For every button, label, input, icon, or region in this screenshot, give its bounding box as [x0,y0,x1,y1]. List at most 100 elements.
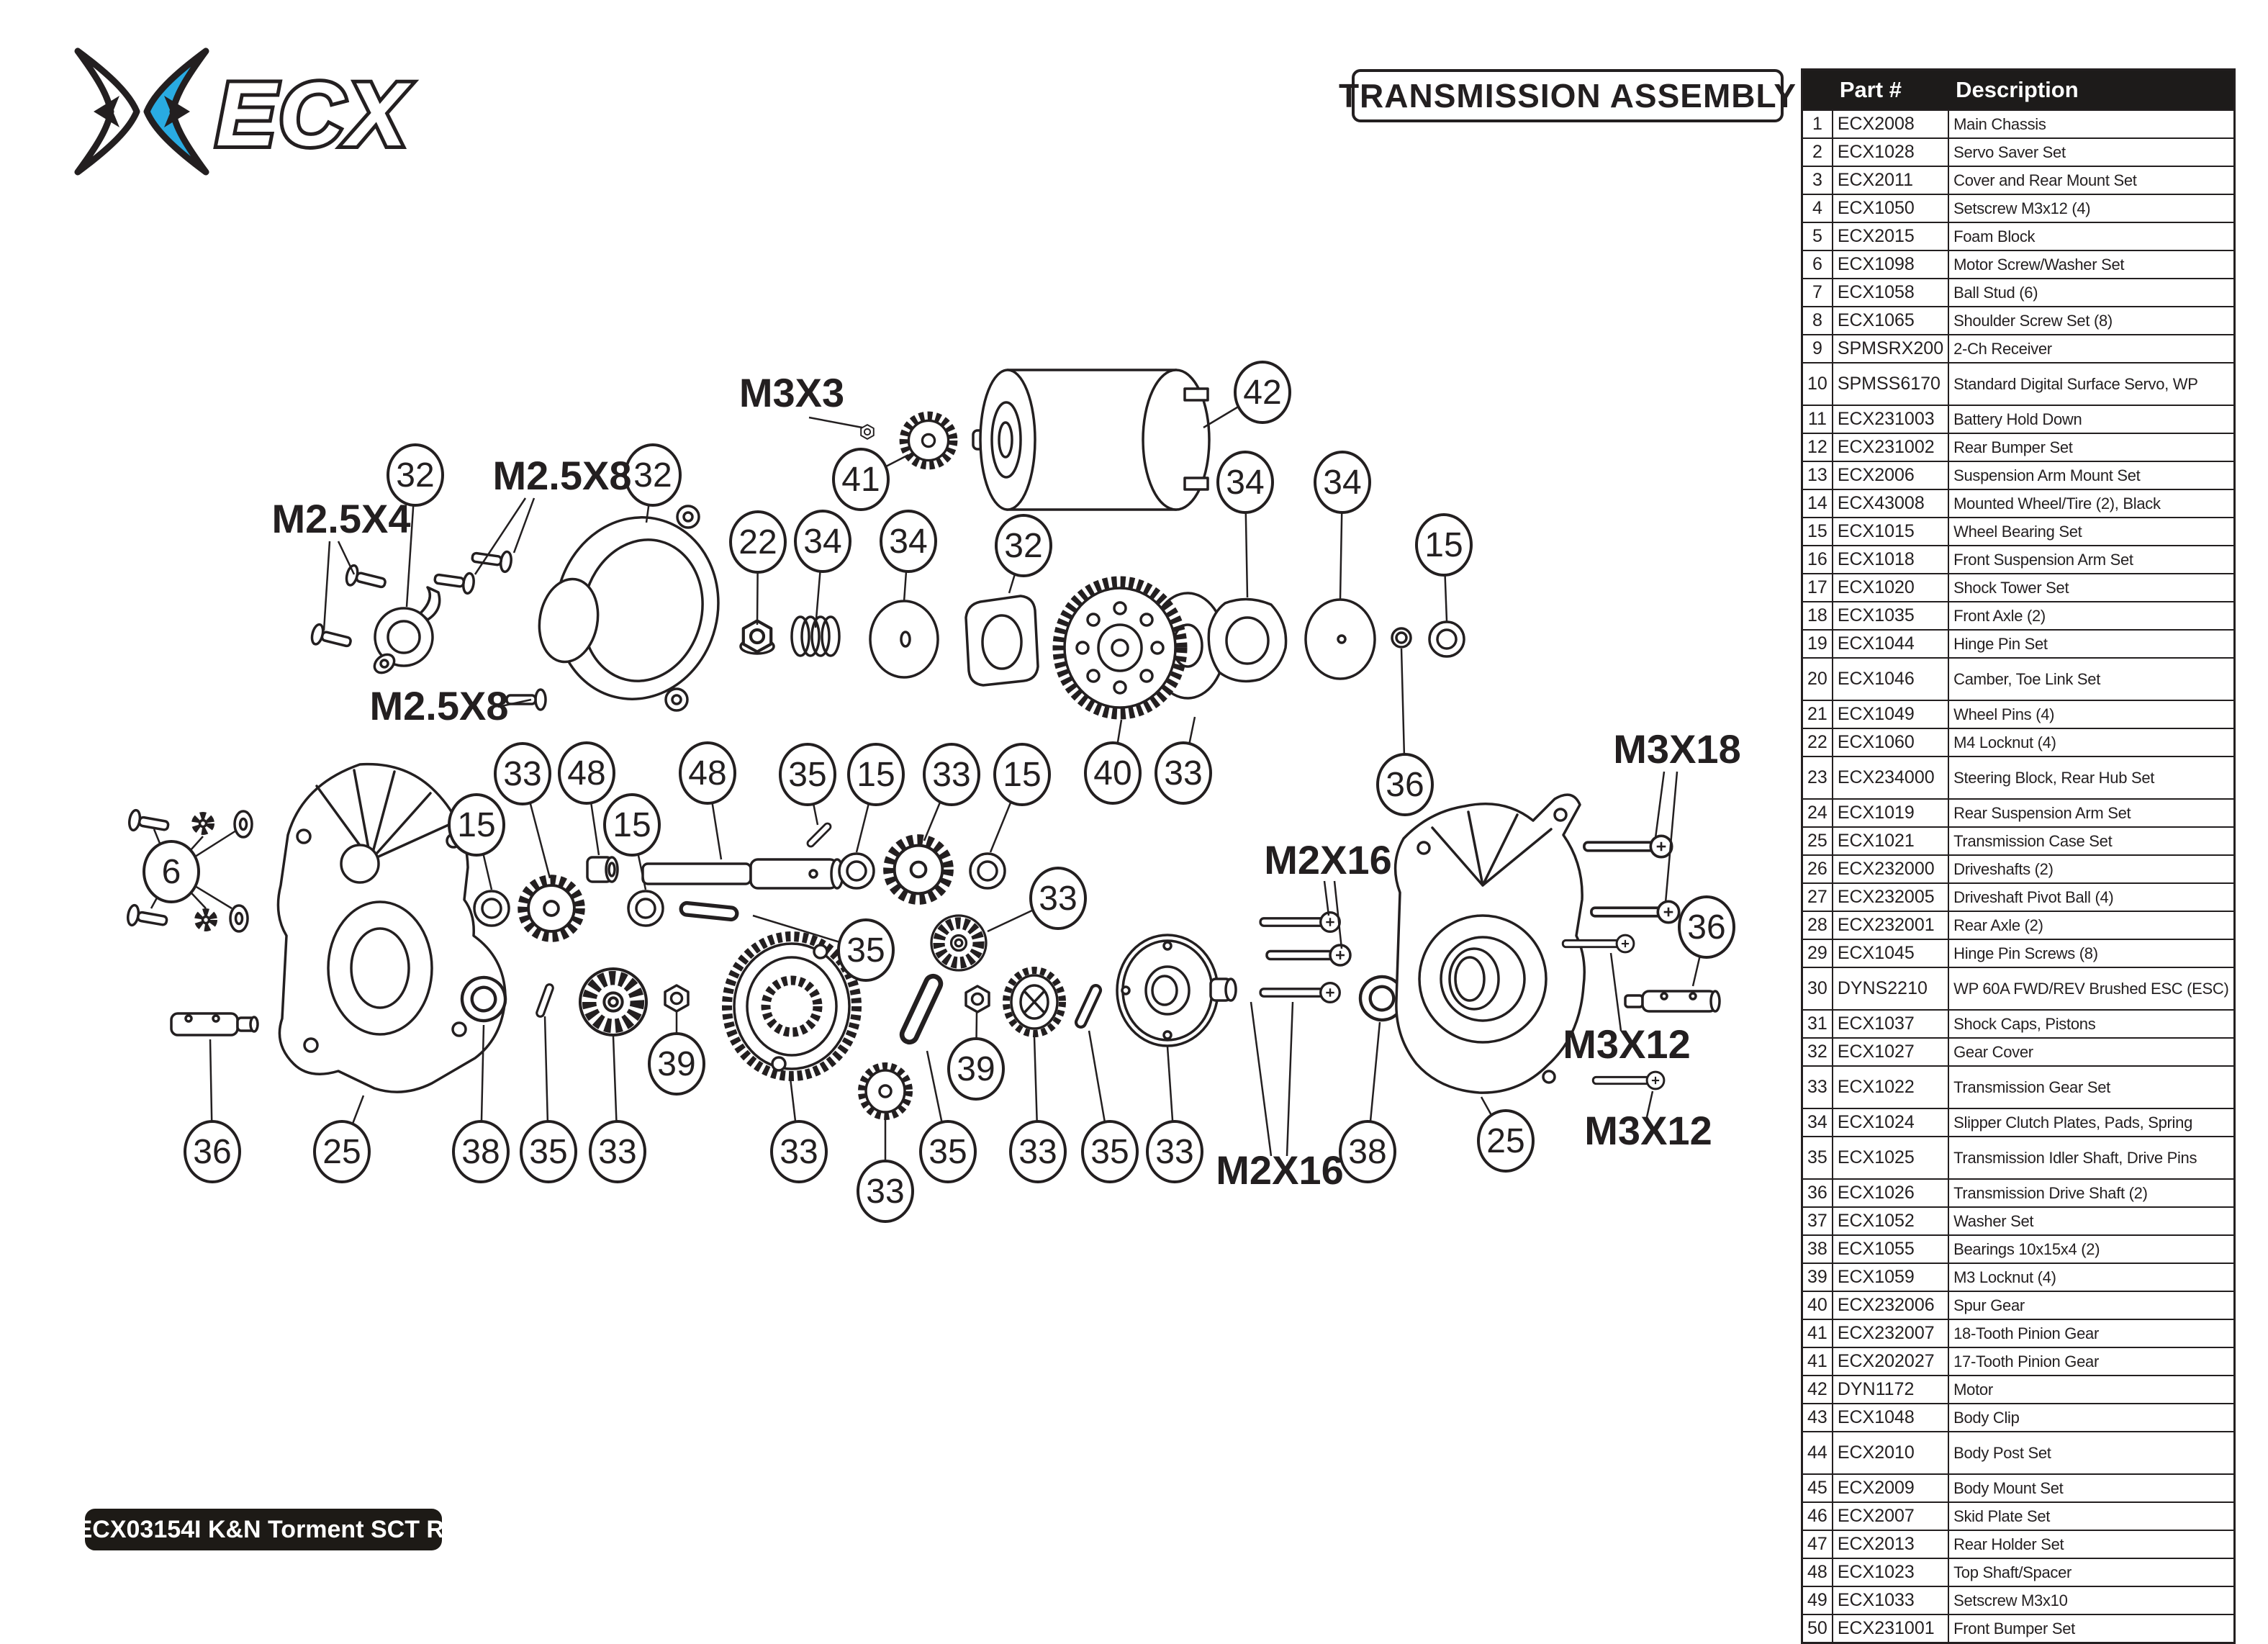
part-number: ECX1052 [1831,1206,1950,1236]
callout-32: 32 [995,514,1052,577]
part-number: ECX232000 [1831,854,1950,884]
row-number: 20 [1801,657,1833,701]
part-description: Transmission Idler Shaft, Drive Pins [1948,1136,2236,1180]
callout-32: 32 [387,443,444,507]
callout-bubble [729,510,787,574]
part-number: ECX232007 [1831,1319,1950,1348]
callout-48: 48 [679,741,736,805]
part-description: Battery Hold Down [1948,405,2236,434]
flat-washer-icon [229,904,249,933]
row-number: 41 [1801,1319,1833,1348]
m2x16-screw-icon [1259,982,1341,1003]
part-description: Gear Cover [1948,1037,2236,1067]
part-number: ECX2011 [1831,166,1950,195]
part-description: Spur Gear [1948,1291,2236,1320]
part-description: Slipper Clutch Plates, Pads, Spring [1948,1108,2236,1137]
callout-number: 33 [780,1133,818,1171]
callout-bubble [993,743,1051,806]
parts-table-header: Part # Description [1802,69,2235,110]
part-description: Rear Bumper Set [1948,433,2236,462]
part-number: ECX1059 [1831,1263,1950,1292]
row-number: 29 [1801,939,1833,968]
callout-bubble [1155,741,1212,805]
callout-bubble [603,793,661,857]
oring-36-icon [1391,627,1412,649]
callout-25: 25 [313,1120,371,1183]
part-description: Front Suspension Arm Set [1948,545,2236,574]
leader-line [512,497,536,554]
leader-line [1250,1001,1273,1157]
part-number: ECX1037 [1831,1009,1950,1039]
callout-bubble [770,1120,828,1183]
leader-line [1654,771,1666,839]
callout-6: 6 [143,840,200,903]
leader-line [1333,880,1343,949]
part-number: ECX1019 [1831,798,1950,828]
callout-35: 35 [1081,1120,1139,1183]
callout-36: 36 [1376,753,1434,816]
part-number: ECX2015 [1831,222,1950,251]
part-description: M4 Locknut (4) [1948,728,2236,757]
part-description: Shock Tower Set [1948,573,2236,602]
idler-shaft-35-icon [680,903,737,921]
slipper-plate-34 [869,600,939,679]
m25x4-screw-icon [309,622,354,654]
row-number: 47 [1801,1530,1833,1559]
part-description: Cover and Rear Mount Set [1948,166,2236,195]
part-description: Front Bumper Set [1948,1614,2236,1644]
leader-line [497,698,532,708]
callout-number: 39 [957,1050,995,1088]
logo-inner-arrow-right [164,96,190,127]
callout-bubble [558,741,615,805]
callout-bubble [837,918,895,982]
callout-bubble [832,448,890,511]
callout-bubble [313,1120,371,1183]
callout-bubble [794,510,851,573]
star-washer-icon [198,912,214,928]
callout-bubble [779,743,836,806]
row-number: 49 [1801,1586,1833,1615]
callout-38: 38 [1339,1120,1396,1183]
row-number: 16 [1801,545,1833,574]
callout-number: 32 [396,456,434,494]
motor-screw-icon [126,808,171,838]
row-number: 43 [1801,1403,1833,1432]
part-number: ECX2006 [1831,461,1950,490]
diagram-title: TRANSMISSION ASSEMBLY [1338,77,1797,114]
row-number: 10 [1801,362,1833,406]
callout-33: 33 [770,1120,828,1183]
part-number: ECX1024 [1831,1108,1950,1137]
part-description: Hinge Pin Set [1948,629,2236,659]
logo-x-left-claw [74,48,140,176]
callout-bubble [1415,513,1473,577]
row-number: 45 [1801,1473,1833,1503]
callout-40: 40 [1084,741,1142,805]
row-number: 33 [1801,1065,1833,1109]
row-number: 48 [1801,1558,1833,1587]
part-number: ECX1021 [1831,826,1950,856]
callout-bubble [857,1160,914,1223]
drive-pin-35-icon [534,982,556,1019]
callout-bubble [1084,741,1142,805]
row-number: 19 [1801,629,1833,659]
row-number: 12 [1801,433,1833,462]
drive-pin-35-icon [1075,984,1102,1029]
row-number: 7 [1801,278,1833,307]
part-description: Motor [1948,1375,2236,1404]
row-number: 46 [1801,1501,1833,1531]
